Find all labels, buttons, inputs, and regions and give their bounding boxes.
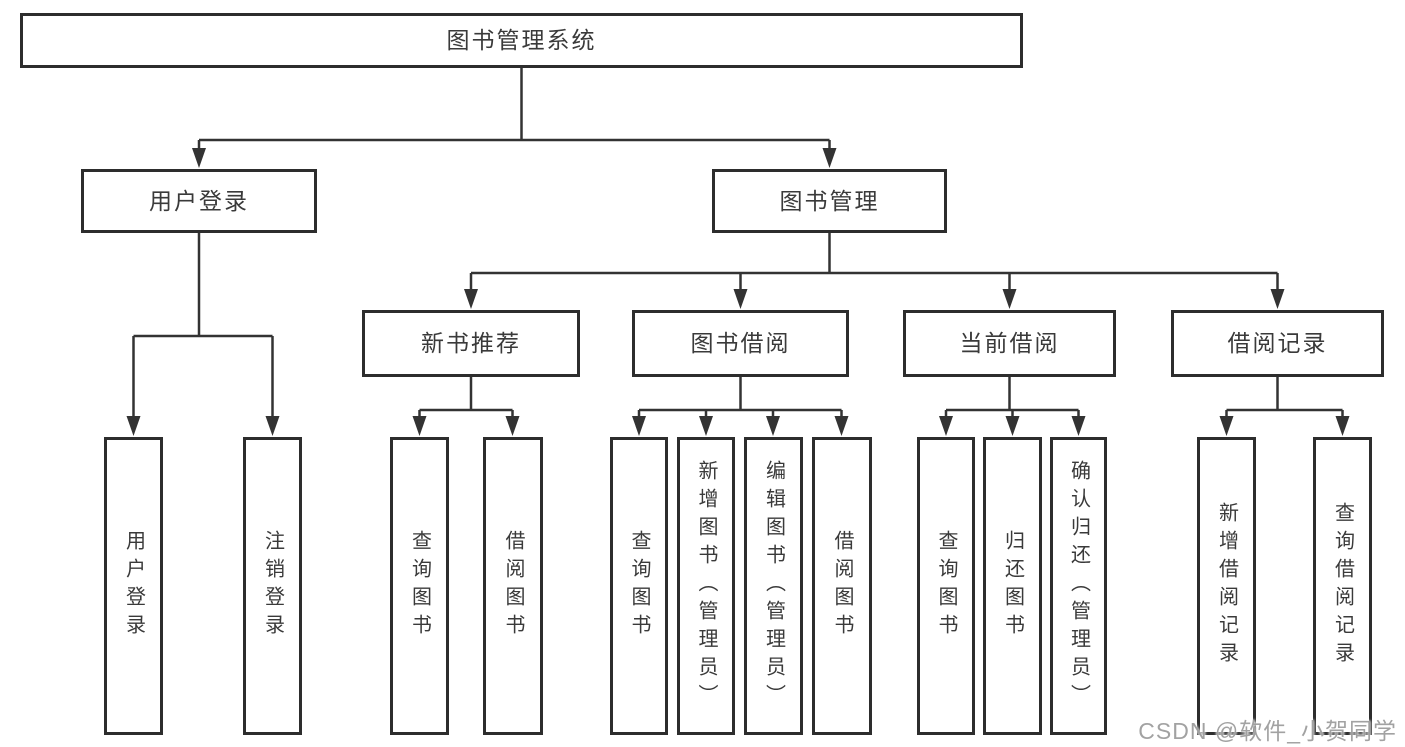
leaf-add-books-admin: 新增图书（管理员） — [677, 437, 735, 735]
leaf-borrow-query-books: 查询图书 — [610, 437, 668, 735]
leaf-add-borrow-record: 新增借阅记录 — [1197, 437, 1256, 735]
leaf-return-books: 归还图书 — [983, 437, 1042, 735]
csdn-watermark: CSDN @软件_小贺同学 — [1138, 718, 1397, 744]
leaf-current-query-books: 查询图书 — [917, 437, 975, 735]
node-new-book-recommendation: 新书推荐 — [362, 310, 580, 377]
node-borrowing-records: 借阅记录 — [1171, 310, 1384, 377]
leaf-confirm-return-admin: 确认归还（管理员） — [1050, 437, 1107, 735]
leaf-query-borrow-record: 查询借阅记录 — [1313, 437, 1372, 735]
node-current-borrowing: 当前借阅 — [903, 310, 1116, 377]
node-book-management: 图书管理 — [712, 169, 947, 233]
leaf-borrow-books: 借阅图书 — [812, 437, 872, 735]
node-book-borrowing: 图书借阅 — [632, 310, 849, 377]
node-library-management-system: 图书管理系统 — [20, 13, 1023, 68]
leaf-recommend-borrow-books: 借阅图书 — [483, 437, 543, 735]
leaf-user-login: 用户登录 — [104, 437, 163, 735]
node-user-login-group: 用户登录 — [81, 169, 317, 233]
leaf-logout: 注销登录 — [243, 437, 302, 735]
leaf-edit-books-admin: 编辑图书（管理员） — [744, 437, 803, 735]
leaf-recommend-query-books: 查询图书 — [390, 437, 449, 735]
